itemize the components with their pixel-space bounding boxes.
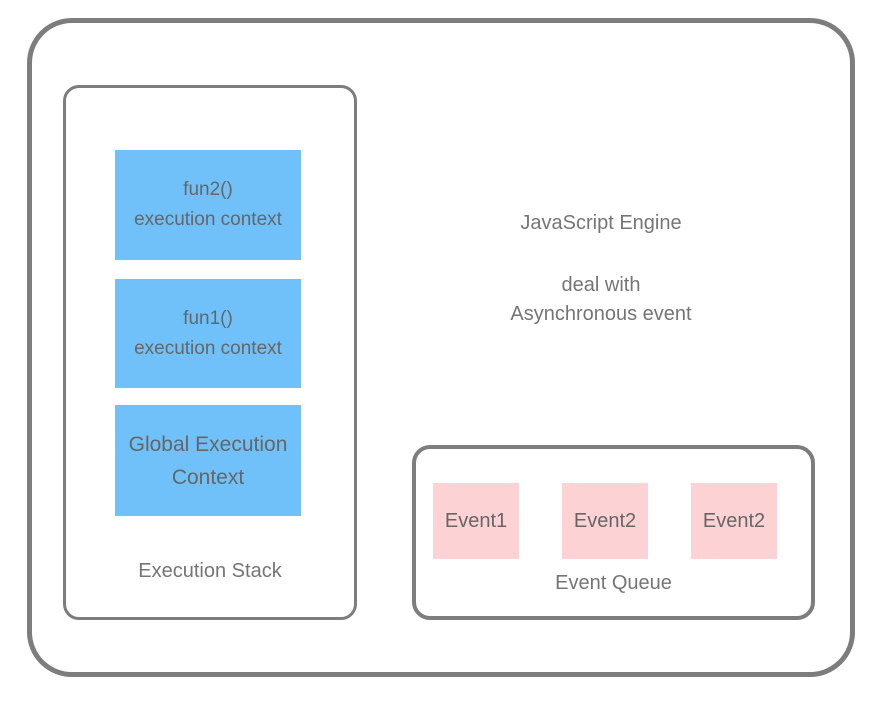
engine-subtitle: deal with Asynchronous event (420, 271, 782, 329)
stack-frame-fun2-caption: execution context (134, 209, 282, 230)
stack-frame-fun2: fun2() execution context (115, 150, 301, 260)
stack-frame-fun1: fun1() execution context (115, 279, 301, 388)
event-queue-label: Event Queue (555, 572, 672, 594)
event-box-2-label: Event2 (573, 509, 637, 532)
stack-frame-global-line1: Global Execution (128, 432, 288, 456)
stack-frame-global-line2: Context (171, 465, 245, 489)
stack-frame-fun2-name: fun2() (183, 179, 233, 200)
stack-frame-fun1-name: fun1() (183, 307, 233, 329)
event-box-3: Event2 (691, 483, 777, 559)
event-box-2: Event2 (562, 483, 648, 559)
engine-text-block: JavaScript Engine deal with Asynchronous… (420, 212, 782, 329)
engine-title: JavaScript Engine (520, 212, 682, 234)
engine-subtitle-line1: deal with (561, 274, 641, 296)
stack-frame-global: Global Execution Context (115, 405, 301, 516)
engine-subtitle-line2: Asynchronous event (510, 303, 692, 325)
event-box-1: Event1 (433, 483, 519, 559)
event-box-3-label: Event2 (702, 509, 766, 532)
event-box-1-label: Event1 (444, 509, 508, 532)
stack-frame-fun1-caption: execution context (134, 337, 282, 359)
execution-stack-label: Execution Stack (138, 560, 282, 582)
